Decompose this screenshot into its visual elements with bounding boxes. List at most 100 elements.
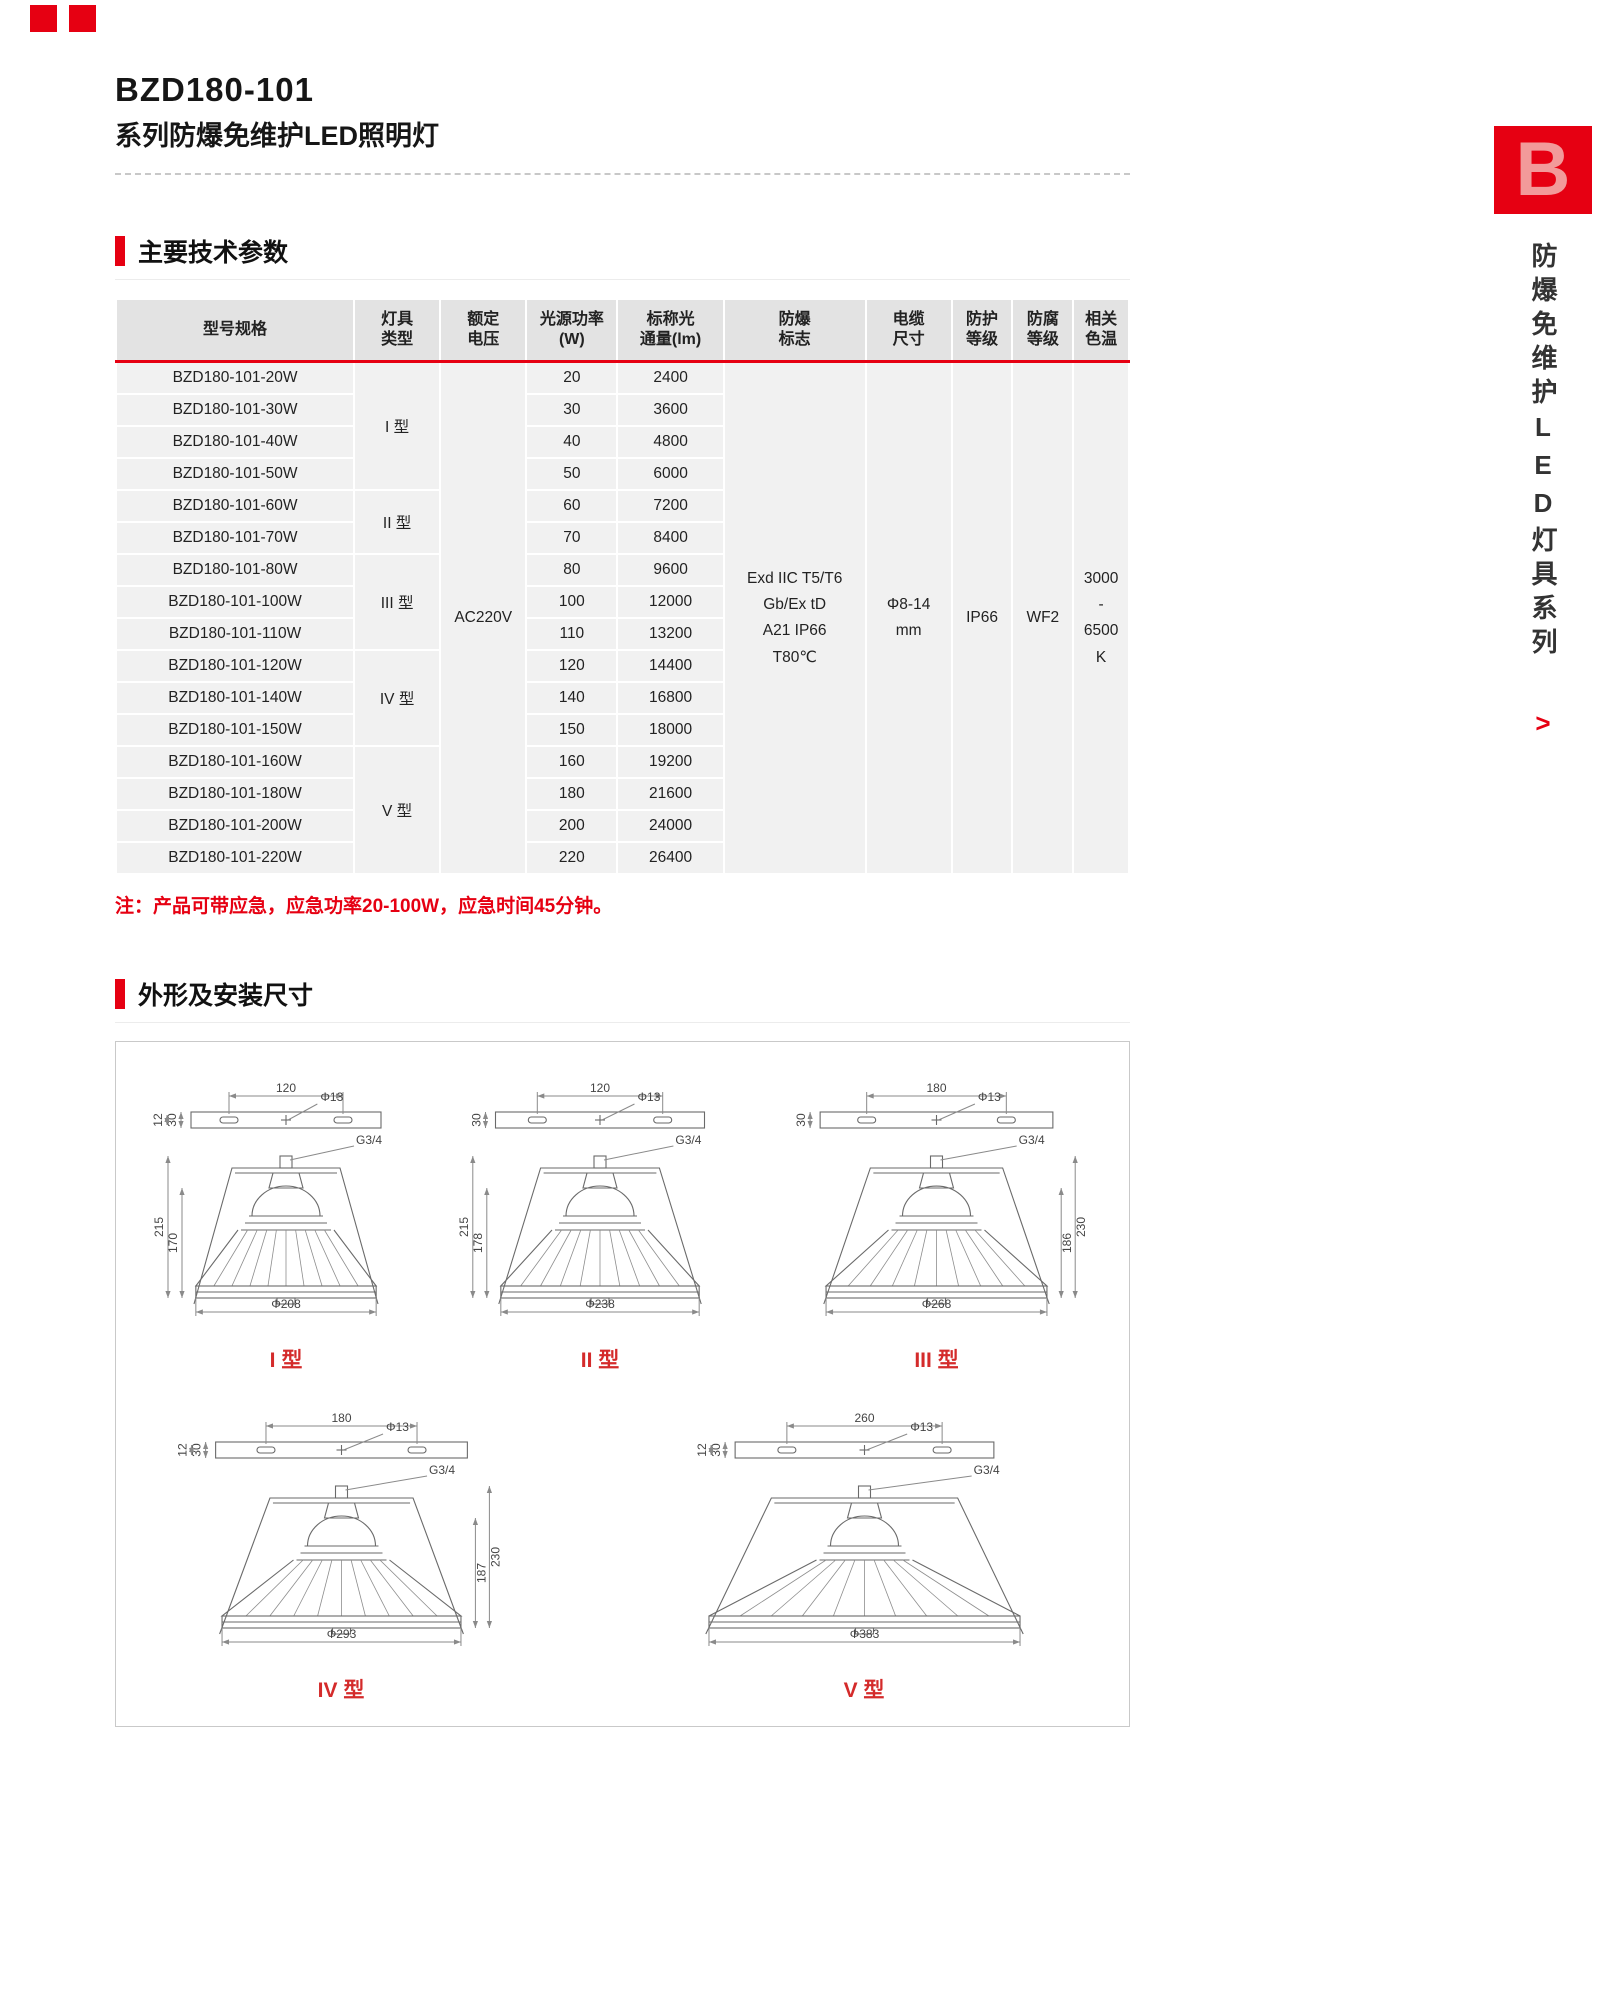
drawing-type-label: IV 型 xyxy=(317,1679,365,1703)
cell-power: 150 xyxy=(525,713,619,748)
cell-model: BZD180-101-100W xyxy=(114,585,356,620)
section-title-specs: 主要技术参数 xyxy=(138,239,289,268)
section-header-specs: 主要技术参数 xyxy=(115,233,1130,281)
dim-label: Φ208 xyxy=(271,1297,301,1311)
cell-voltage: AC220V xyxy=(439,360,528,876)
cell-model: BZD180-101-110W xyxy=(114,617,356,652)
dim-label: 120 xyxy=(590,1081,610,1095)
cell-anticorrosion: WF2 xyxy=(1011,360,1075,876)
emergency-note: 注：产品可带应急，应急功率20-100W，应急时间45分钟。 xyxy=(115,896,613,918)
sidebar-letter-b: B xyxy=(1494,126,1592,214)
page-content: BZD180-101 系列防爆免维护LED照明灯 主要技术参数 型号规格灯具 类… xyxy=(114,71,1130,1728)
dim-label: 260 xyxy=(854,1411,874,1425)
col-header-3: 光源功率 (W) xyxy=(525,298,619,364)
cell-model: BZD180-101-150W xyxy=(114,713,356,748)
cell-model: BZD180-101-180W xyxy=(114,777,356,812)
cell-lumens: 21600 xyxy=(616,777,725,812)
cell-power: 120 xyxy=(525,649,619,684)
cell-model: BZD180-101-80W xyxy=(114,553,356,588)
dim-label: 12 xyxy=(695,1443,709,1457)
sidebar-vertical-title: 防爆免维护LED灯具系列 > xyxy=(1528,242,1558,746)
cell-model: BZD180-101-50W xyxy=(114,457,356,492)
cell-lumens: 16800 xyxy=(616,681,725,716)
cell-lumens: 13200 xyxy=(616,617,725,652)
red-accent-bar xyxy=(115,236,125,267)
page-title: BZD180-101 xyxy=(115,71,314,108)
spec-table-header-row: 型号规格灯具 类型额定 电压光源功率 (W)标称光 通量(lm)防爆 标志电缆 … xyxy=(114,298,1130,364)
cell-power: 160 xyxy=(525,745,619,780)
cell-lumens: 19200 xyxy=(616,745,725,780)
cell-model: BZD180-101-140W xyxy=(114,681,356,716)
dim-label: Φ13 xyxy=(637,1090,660,1104)
dim-label: 30 xyxy=(189,1443,203,1457)
dim-label: 30 xyxy=(165,1113,179,1127)
cell-model: BZD180-101-20W xyxy=(114,360,356,396)
cell-lumens: 3600 xyxy=(616,393,725,428)
cell-cct: 3000 - 6500 K xyxy=(1072,360,1130,876)
cell-lumens: 24000 xyxy=(616,809,725,844)
cell-lumens: 12000 xyxy=(616,585,725,620)
spec-table: 型号规格灯具 类型额定 电压光源功率 (W)标称光 通量(lm)防爆 标志电缆 … xyxy=(114,298,1130,876)
cell-lumens: 9600 xyxy=(616,553,725,588)
red-square-mark xyxy=(30,5,57,32)
dim-label: 178 xyxy=(471,1233,485,1253)
cell-power: 20 xyxy=(525,360,619,396)
cell-model: BZD180-101-70W xyxy=(114,521,356,556)
cell-lamp-type: III 型 xyxy=(353,553,442,652)
cell-model: BZD180-101-30W xyxy=(114,393,356,428)
dim-label: Φ383 xyxy=(849,1627,879,1641)
dim-label: G3/4 xyxy=(356,1133,382,1147)
section-title-dimensions: 外形及安装尺寸 xyxy=(138,982,314,1011)
cell-lumens: 14400 xyxy=(616,649,725,684)
cell-power: 110 xyxy=(525,617,619,652)
cell-power: 80 xyxy=(525,553,619,588)
drawing-type-label: V 型 xyxy=(843,1679,885,1703)
drawing-type-label: II 型 xyxy=(580,1349,620,1373)
right-sidebar: B 防爆免维护LED灯具系列 > xyxy=(1494,126,1592,746)
drawing-type-label: III 型 xyxy=(914,1349,959,1373)
cell-lumens: 4800 xyxy=(616,425,725,460)
dim-label: 215 xyxy=(152,1217,166,1237)
sidebar-series-text: 防爆免维护LED灯具系列 xyxy=(1528,242,1558,662)
dim-label: Φ268 xyxy=(922,1297,952,1311)
dim-label: G3/4 xyxy=(973,1463,999,1477)
dim-label: Φ13 xyxy=(386,1420,409,1434)
col-header-9: 相关 色温 xyxy=(1072,298,1130,364)
col-header-4: 标称光 通量(lm) xyxy=(616,298,725,364)
cell-lumens: 2400 xyxy=(616,360,725,396)
col-header-1: 灯具 类型 xyxy=(353,298,442,364)
cell-lamp-type: II 型 xyxy=(353,489,442,556)
dim-label: 180 xyxy=(926,1081,946,1095)
dim-label: G3/4 xyxy=(675,1133,701,1147)
dim-label: 187 xyxy=(474,1563,488,1583)
cell-power: 220 xyxy=(525,841,619,876)
dim-label: Φ13 xyxy=(978,1090,1001,1104)
dim-label: 230 xyxy=(488,1547,502,1567)
red-accent-bar xyxy=(115,979,125,1010)
dim-label: Φ13 xyxy=(320,1090,343,1104)
cell-model: BZD180-101-120W xyxy=(114,649,356,684)
dim-label: 12 xyxy=(175,1443,189,1457)
dim-label: 215 xyxy=(457,1217,471,1237)
cell-power: 40 xyxy=(525,425,619,460)
dim-label: Φ13 xyxy=(910,1420,933,1434)
